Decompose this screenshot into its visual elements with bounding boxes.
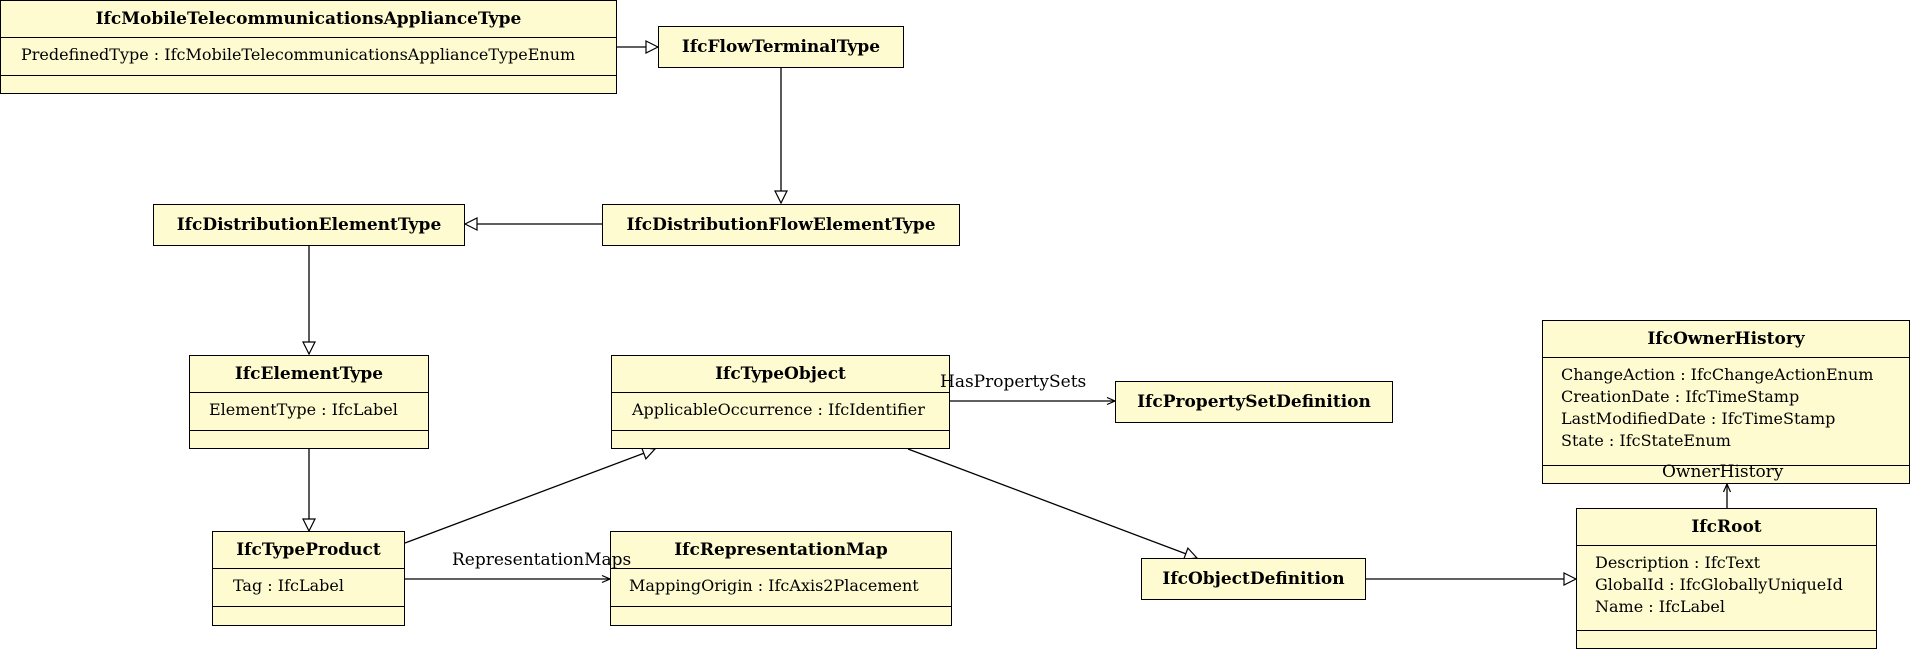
class-name: IfcTypeObject (715, 364, 846, 384)
gen-typeobject-to-objdef (907, 448, 1197, 558)
owner-history-label: OwnerHistory (1662, 462, 1784, 482)
class-name: IfcDistributionFlowElementType (626, 215, 936, 235)
class-name: IfcRepresentationMap (674, 540, 888, 560)
class-ifcroot[interactable]: IfcRoot Description : IfcText GlobalId :… (1576, 508, 1877, 649)
class-name: IfcElementType (234, 364, 384, 384)
attribute: Name : IfcLabel (1595, 597, 1725, 616)
class-ifctypeobject[interactable]: IfcTypeObject ApplicableOccurrence : Ifc… (611, 355, 950, 449)
class-name: IfcPropertySetDefinition (1137, 392, 1371, 412)
class-name: IfcRoot (1691, 517, 1762, 537)
gen-typeproduct-to-typeobject (404, 449, 655, 544)
class-name: IfcDistributionElementType (176, 215, 442, 235)
class-name: IfcTypeProduct (236, 540, 381, 560)
class-name: IfcMobileTelecommunicationsApplianceType (95, 9, 522, 29)
has-property-sets-label: HasPropertySets (940, 372, 1087, 392)
class-ifcrepresentationmap[interactable]: IfcRepresentationMap MappingOrigin : Ifc… (610, 531, 952, 626)
attribute: Tag : IfcLabel (233, 576, 344, 595)
class-ifcelementtype[interactable]: IfcElementType ElementType : IfcLabel (189, 355, 429, 449)
attribute: PredefinedType : IfcMobileTelecommunicat… (21, 45, 576, 64)
class-name: IfcOwnerHistory (1647, 329, 1805, 349)
attribute: State : IfcStateEnum (1561, 431, 1731, 450)
representation-maps-label: RepresentationMaps (452, 550, 632, 570)
class-ifcobjectdefinition[interactable]: IfcObjectDefinition (1141, 558, 1366, 600)
attribute: GlobalId : IfcGloballyUniqueId (1595, 575, 1843, 594)
class-ifcdistributionelementtype[interactable]: IfcDistributionElementType (153, 204, 465, 246)
class-ifcpropertysetdefinition[interactable]: IfcPropertySetDefinition (1115, 381, 1393, 423)
attribute: MappingOrigin : IfcAxis2Placement (629, 576, 919, 595)
class-ifcmobiletelecommunicationsappliancetype[interactable]: IfcMobileTelecommunicationsApplianceType… (0, 0, 617, 94)
attribute: ApplicableOccurrence : IfcIdentifier (632, 400, 925, 419)
attribute: ChangeAction : IfcChangeActionEnum (1561, 365, 1874, 384)
class-ifcflowterminaltype[interactable]: IfcFlowTerminalType (658, 26, 904, 68)
attribute: LastModifiedDate : IfcTimeStamp (1561, 409, 1836, 428)
attribute: CreationDate : IfcTimeStamp (1561, 387, 1800, 406)
class-ifcdistributionflowelementtype[interactable]: IfcDistributionFlowElementType (602, 204, 960, 246)
class-name: IfcFlowTerminalType (681, 37, 881, 57)
attribute: ElementType : IfcLabel (209, 400, 398, 419)
class-ifcownerhistory[interactable]: IfcOwnerHistory ChangeAction : IfcChange… (1542, 320, 1910, 484)
attribute: Description : IfcText (1595, 553, 1761, 572)
class-name: IfcObjectDefinition (1162, 569, 1345, 589)
class-ifctypeproduct[interactable]: IfcTypeProduct Tag : IfcLabel (212, 531, 405, 626)
